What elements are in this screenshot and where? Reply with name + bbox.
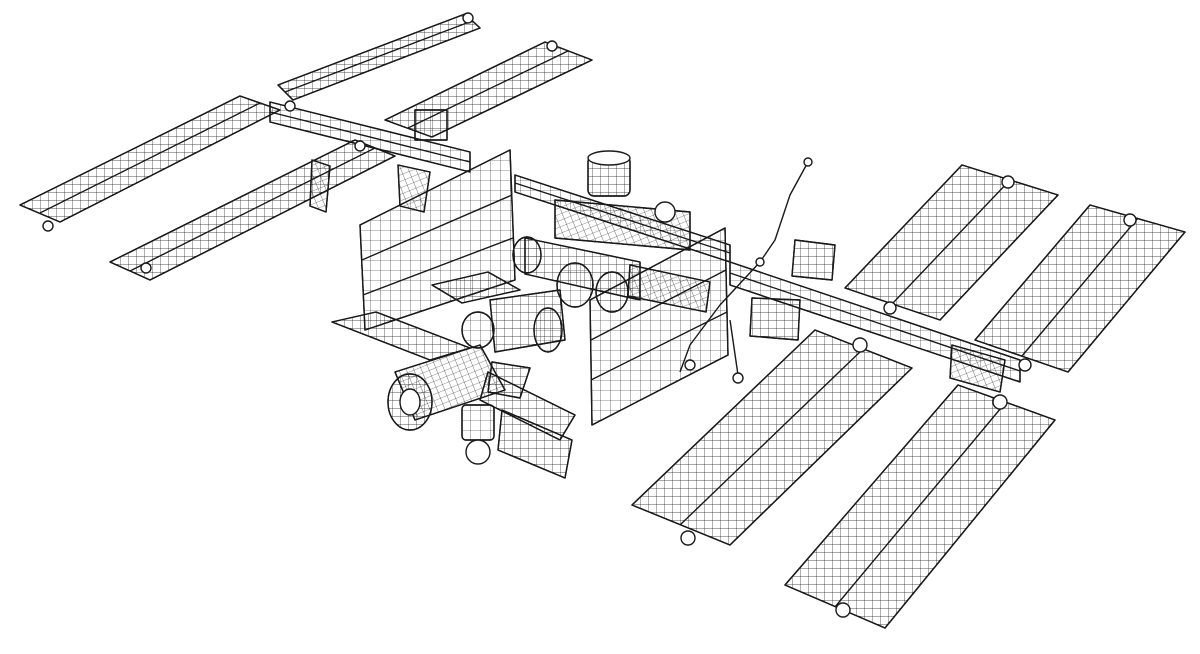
- truss-joint: [284, 100, 296, 112]
- array-hinge: [1001, 175, 1015, 189]
- array-hinge: [1123, 213, 1137, 227]
- array-hinge: [546, 40, 558, 52]
- array-hinge: [852, 337, 868, 353]
- array-hinge: [835, 602, 851, 618]
- array-hinge: [140, 262, 152, 274]
- array-hinge: [1018, 358, 1032, 372]
- robotic-arm: [679, 157, 813, 384]
- starboard-solar-array-upper: [844, 164, 1186, 373]
- array-hinge: [992, 394, 1008, 410]
- array-hinge: [462, 12, 474, 24]
- starboard-truss: [729, 239, 1021, 393]
- module-cluster: [512, 150, 711, 313]
- array-hinge: [42, 220, 54, 232]
- array-hinge: [680, 530, 696, 546]
- truss-joint: [354, 140, 366, 152]
- array-hinge: [883, 301, 897, 315]
- starboard-solar-array-lower: [631, 329, 1056, 629]
- russian-segment: [331, 271, 576, 479]
